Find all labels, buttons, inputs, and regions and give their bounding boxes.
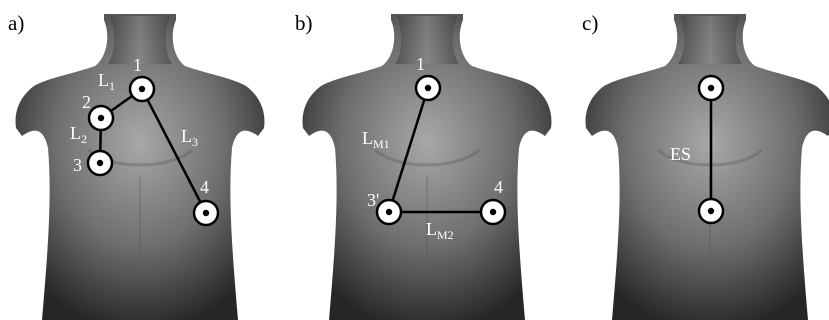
panel-letter-c: c) [582,11,598,35]
panel-b: b) 1 3' 4 LM1 LM2 [295,11,551,320]
electrode-4 [194,201,218,225]
electrode-3-prime [377,200,401,224]
electrode-1 [130,77,154,101]
panel-a: a) 1 2 3 4 L1 L2 L3 [8,11,264,320]
panel-c: c) ES [582,11,829,320]
electrode-1 [416,76,440,100]
electrode-2 [89,106,113,130]
electrode-label-1: 1 [416,54,425,74]
electrode-label-4: 4 [200,177,209,197]
electrode-3 [88,151,112,175]
panel-letter-a: a) [8,11,24,35]
electrode-4 [481,200,505,224]
electrode-label-4: 4 [494,177,503,197]
electrode-label-1: 1 [133,55,142,75]
torso-c [586,14,829,320]
electrode-top [699,76,723,100]
electrode-label-2: 2 [82,92,91,112]
torso-b [303,14,552,320]
electrode-bottom [699,199,723,223]
electrode-label-3: 3 [73,155,82,175]
lead-label-es: ES [670,144,691,164]
electrode-label-3-prime: 3' [367,190,379,210]
panel-letter-b: b) [295,11,313,35]
